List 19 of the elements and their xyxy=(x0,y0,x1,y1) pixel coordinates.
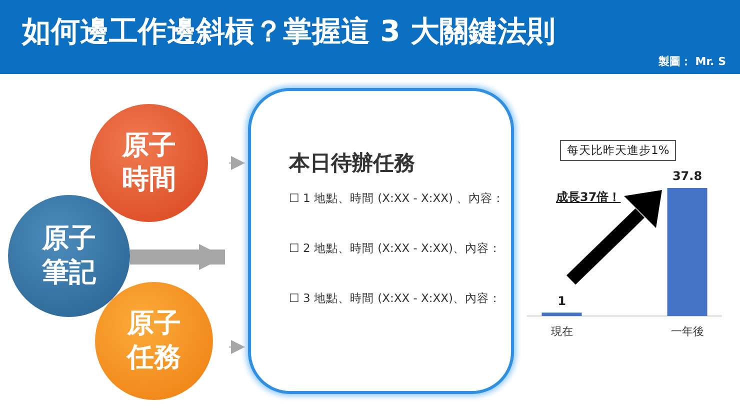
task-item: ☐ 1 地點、時間 (X:XX - X:XX) 、內容： xyxy=(289,191,501,207)
chart-title: 每天比昨天進步1% xyxy=(560,140,676,161)
value-label: 37.8 xyxy=(671,169,704,183)
task-item: ☐ 3 地點、時間 (X:XX - X:XX)、內容： xyxy=(289,291,501,307)
category-label: 一年後 xyxy=(670,324,705,339)
category-label: 現在 xyxy=(550,324,574,339)
task-card xyxy=(248,88,514,394)
circle-label: 原子時間 xyxy=(120,129,177,197)
arrow xyxy=(130,244,225,270)
task-item: ☐ 2 地點、時間 (X:XX - X:XX)、內容： xyxy=(289,241,501,257)
arrow xyxy=(228,156,246,170)
circle-label: 原子筆記 xyxy=(40,222,98,290)
card-heading: 本日待辦任務 xyxy=(289,150,416,177)
circle-label: 原子任務 xyxy=(125,307,182,375)
arrow xyxy=(228,340,246,354)
value-label: 1 xyxy=(556,294,567,308)
annotation-text: 成長37倍！ xyxy=(556,189,621,206)
credit-text: 製圖： Mr. S xyxy=(658,54,726,69)
title: 如何邊工作邊斜槓？掌握這 3 大關鍵法則 xyxy=(22,13,556,50)
